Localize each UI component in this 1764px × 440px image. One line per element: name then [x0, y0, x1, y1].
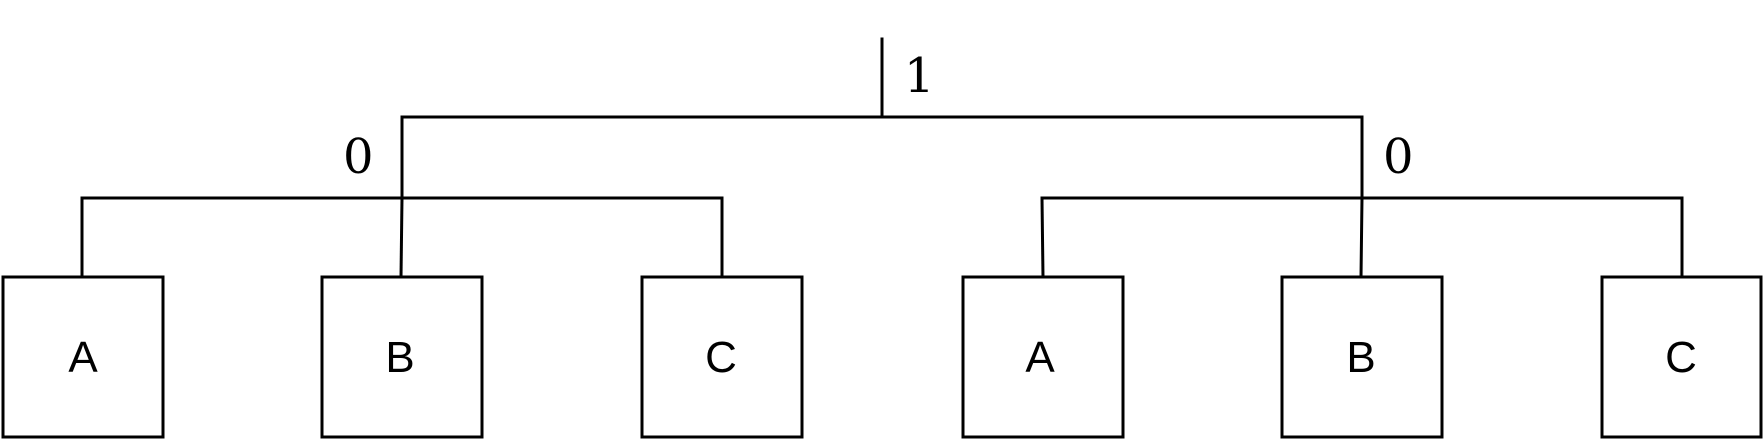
- root-connector: [400, 37, 1364, 119]
- root-weight-label: 1: [904, 48, 935, 104]
- left-subtree-weight-label: 0: [343, 129, 374, 185]
- left-leaf-b-stem: [399, 196, 404, 279]
- right-subtree: A B C: [961, 115, 1763, 439]
- right-leaf-a-stem: [1040, 196, 1045, 279]
- right-leaf-b-stem: [1359, 196, 1364, 279]
- leaf-label: B: [1346, 333, 1375, 382]
- leaf-box: [961, 275, 1125, 439]
- leaf-label: A: [1025, 333, 1055, 382]
- right-subtree-weight-label: 0: [1383, 129, 1414, 185]
- leaf-node: B: [320, 275, 484, 439]
- leaf-box: [1, 275, 165, 439]
- leaf-node: C: [640, 275, 804, 439]
- leaf-label: A: [68, 333, 98, 382]
- leaf-box: [1600, 275, 1763, 439]
- leaf-node: B: [1280, 275, 1444, 439]
- left-subtree: A B C: [1, 115, 804, 439]
- leaf-box: [1280, 275, 1444, 439]
- leaf-label: B: [385, 333, 414, 382]
- leaf-label: C: [1665, 333, 1697, 382]
- leaf-node: A: [1, 275, 165, 439]
- leaf-label: C: [705, 333, 737, 382]
- leaf-node: A: [961, 275, 1125, 439]
- leaf-box: [640, 275, 804, 439]
- leaf-node: C: [1600, 275, 1763, 439]
- leaf-box: [320, 275, 484, 439]
